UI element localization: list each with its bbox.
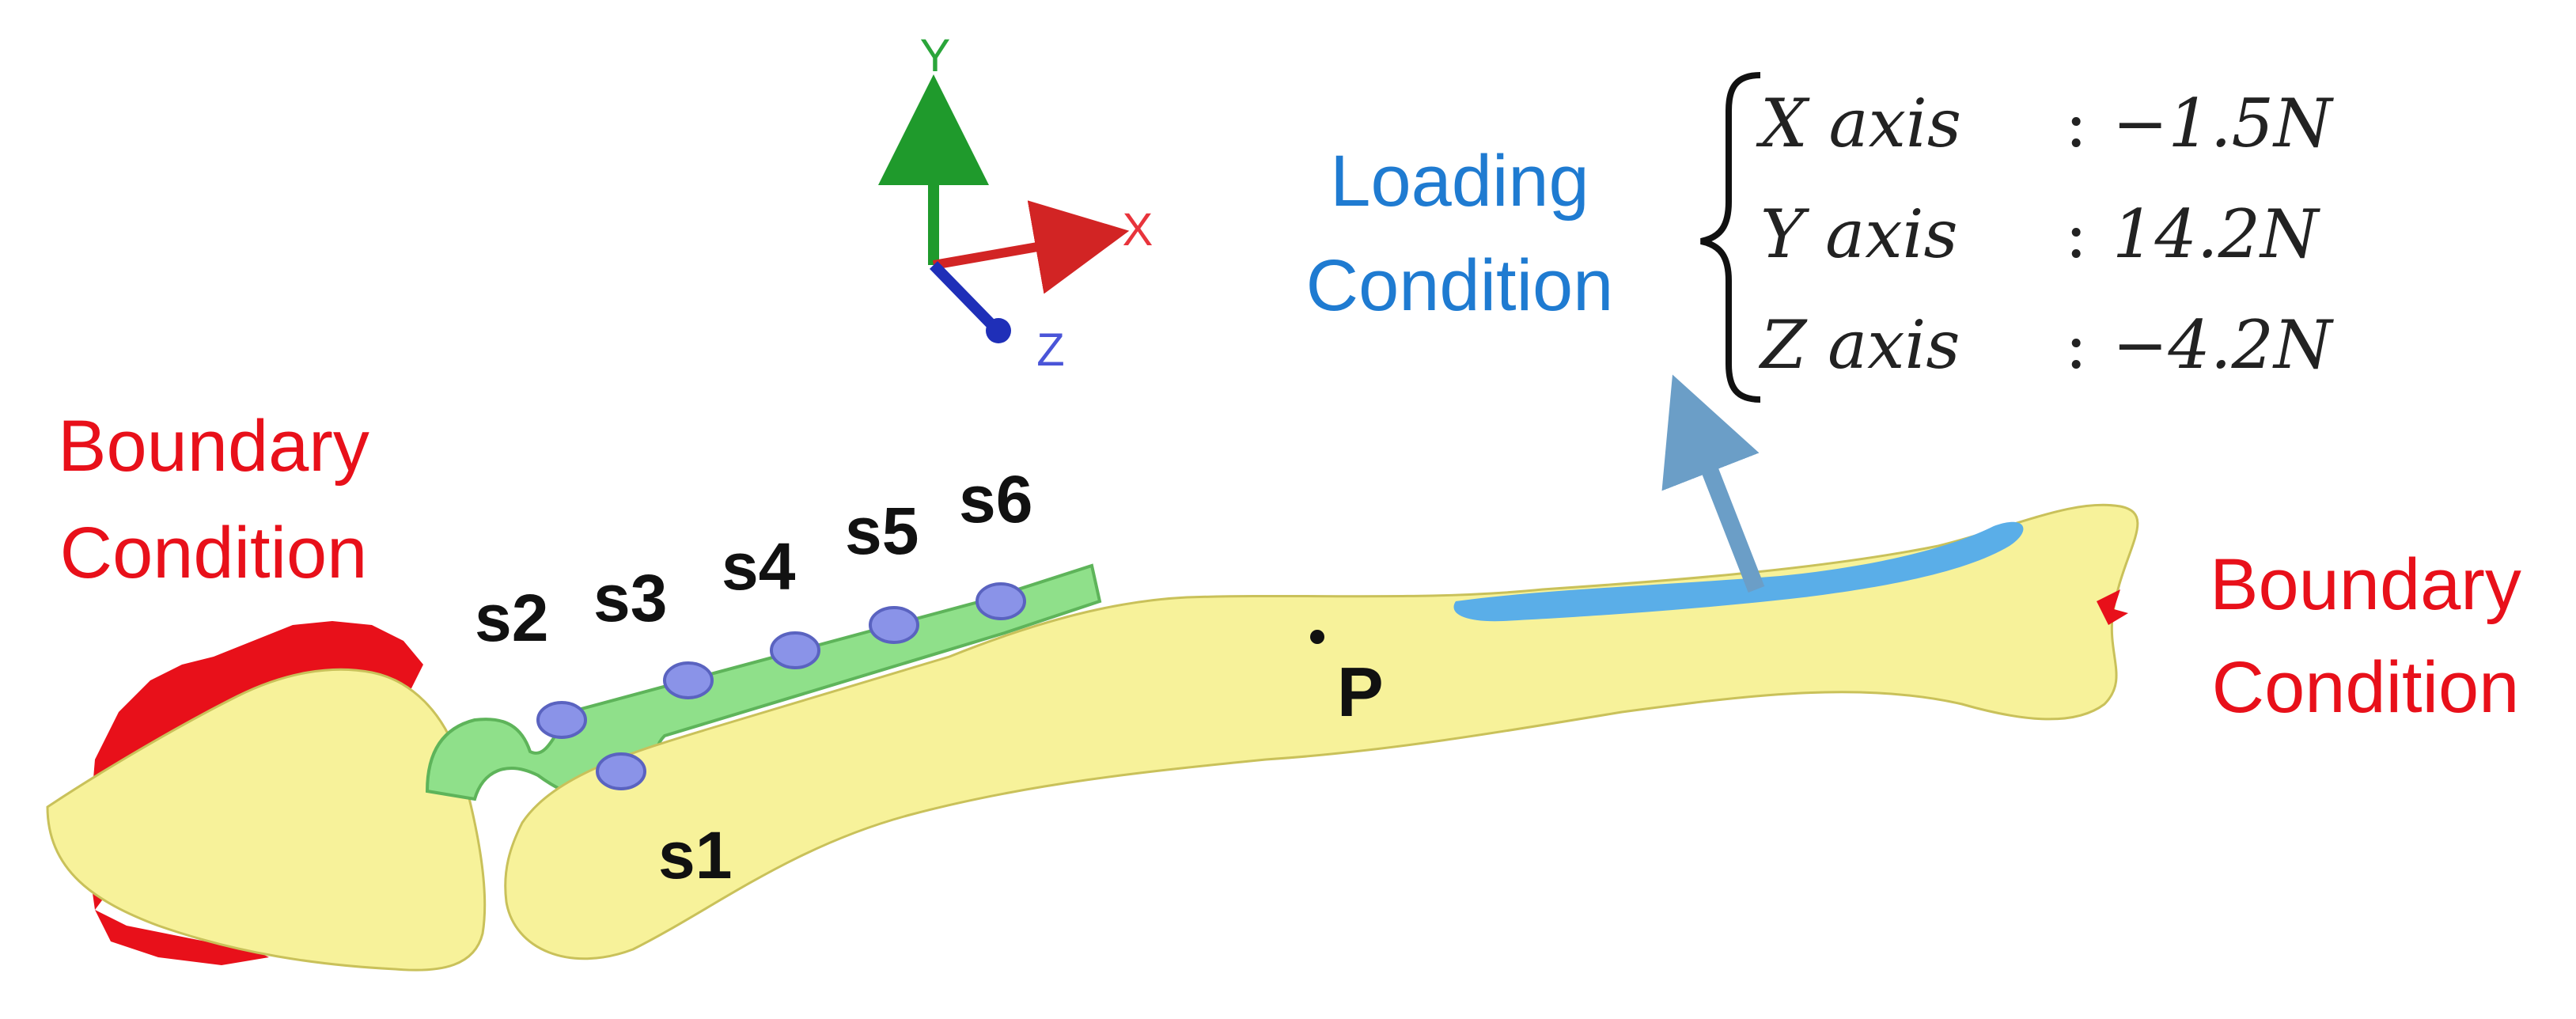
screw-s3 (663, 661, 714, 699)
boundary-markers-right (2097, 589, 2128, 625)
screw-s5 (869, 606, 919, 644)
load-z: Z axis : −4.2N (1758, 306, 2334, 384)
load-y-axis: Y axis (1760, 195, 1958, 273)
load-y-value: 14.2N (2112, 195, 2320, 273)
point-p-marker (1310, 630, 1324, 644)
screw-s6 (975, 582, 1026, 620)
boundary-right-line1: Boundary (2210, 544, 2521, 625)
loading-label: Loading Condition (1306, 141, 1614, 326)
boundary-right-line2: Condition (2212, 647, 2520, 728)
loading-line2: Condition (1306, 245, 1614, 326)
boundary-label-left: Boundary Condition (58, 406, 369, 593)
screw-label: s2 (475, 581, 548, 655)
loading-line1: Loading (1330, 141, 1589, 222)
screws (536, 582, 1026, 790)
coordinate-axes: Y X Z (878, 30, 1154, 376)
screw-label: s1 (658, 818, 732, 892)
load-y: Y axis : 14.2N (1760, 195, 2320, 273)
screw-s2 (536, 701, 587, 739)
load-components: X axis : −1.5N Y axis : 14.2N Z axis : −… (1700, 72, 2334, 403)
load-z-axis: Z axis (1758, 306, 1960, 384)
curly-brace (1700, 72, 1761, 403)
fixation-plate (425, 563, 1102, 817)
screw-s4 (770, 631, 820, 669)
z-axis-arrow (929, 261, 998, 330)
screw-label: s6 (959, 462, 1032, 536)
point-p-label: P (1337, 653, 1384, 731)
loading-arrow (1661, 374, 1765, 593)
boundary-left-line1: Boundary (58, 406, 369, 487)
screw-label: s4 (722, 529, 796, 604)
load-x-axis: X axis (1756, 85, 1961, 162)
boundary-left-line2: Condition (60, 513, 368, 593)
bone-head-left (46, 668, 487, 972)
screw-s1 (596, 752, 646, 790)
screw-label: s3 (593, 561, 667, 635)
bone-shaft (504, 503, 2139, 960)
axis-label-z: Z (1036, 324, 1064, 376)
z-axis-tip (986, 318, 1011, 343)
bone-model (46, 374, 2139, 972)
load-x-value: −1.5N (2112, 85, 2334, 162)
load-x-colon: : (2065, 85, 2087, 162)
load-z-value: −4.2N (2112, 306, 2334, 384)
boundary-label-right: Boundary Condition (2210, 544, 2521, 728)
screw-labels: s1 s2 s3 s4 s5 s6 (475, 462, 1032, 892)
x-axis-arrow (932, 200, 1130, 294)
axis-label-y: Y (920, 30, 951, 81)
load-x: X axis : −1.5N (1756, 85, 2334, 162)
load-y-colon: : (2065, 195, 2087, 273)
loading-region (1453, 521, 2024, 622)
load-z-colon: : (2065, 306, 2087, 384)
axis-label-x: X (1123, 204, 1154, 256)
screw-label: s5 (845, 494, 919, 568)
